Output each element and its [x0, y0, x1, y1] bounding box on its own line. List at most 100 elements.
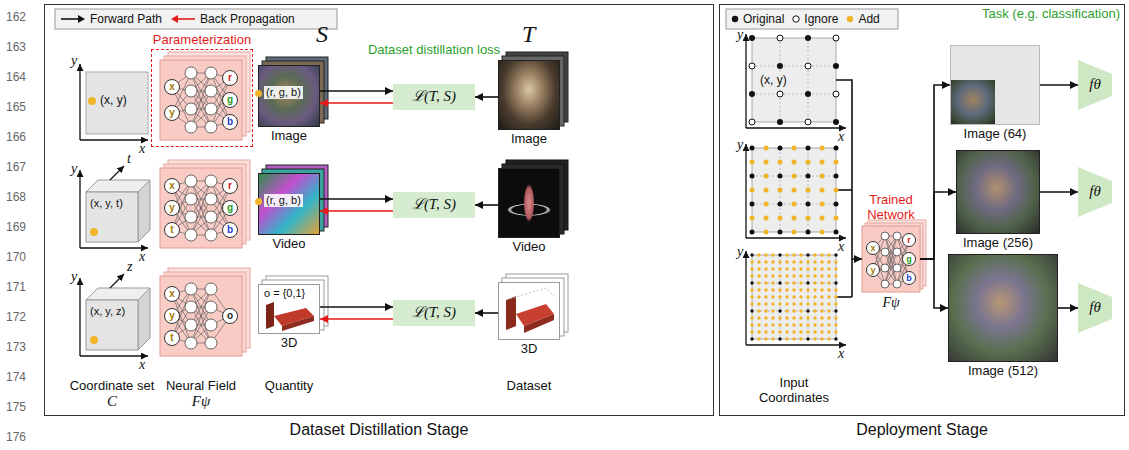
legend-sample [171, 15, 178, 23]
sample-points [778, 309, 781, 312]
trained-network: Trained NetworkFψxyrgb [862, 226, 920, 292]
sample-points [757, 260, 760, 263]
node-label: y [169, 108, 175, 118]
network-wiring [185, 121, 197, 133]
sample-points [827, 330, 830, 333]
sample-points [749, 35, 839, 125]
axis-label: x [838, 130, 844, 144]
sample-points [778, 323, 781, 326]
sample-points [778, 330, 781, 333]
sample-points [757, 267, 760, 270]
network-wiring [191, 289, 211, 343]
connector-arrow [920, 85, 950, 259]
sample-points [820, 230, 825, 235]
network-wiring [185, 193, 197, 205]
sample-points [806, 288, 809, 291]
coordinate-cube-drawing [110, 166, 124, 180]
network-wiring [185, 103, 197, 115]
sample-points [820, 274, 823, 277]
sample-points [806, 253, 809, 256]
legend-item: Ignore [792, 12, 838, 26]
sample-points [834, 267, 837, 270]
sample-points [806, 146, 811, 151]
sample-points [820, 316, 823, 319]
legend-text: Back Propagation [200, 12, 295, 26]
coordinate-grid-drawing [752, 255, 836, 339]
coordinate-cube-drawing [90, 336, 98, 344]
neuron: r [222, 178, 238, 194]
network-wiring [881, 280, 889, 288]
caption: Video [512, 240, 545, 255]
merge-lines [836, 296, 852, 298]
classifier-shape [1078, 60, 1112, 110]
sample-points [827, 309, 830, 312]
node-label: t [170, 225, 173, 235]
sample-points [750, 323, 753, 326]
axis-label: y [71, 54, 77, 68]
sample-points [827, 281, 830, 284]
target-image: Image [498, 60, 560, 130]
overlay-label: (x, y) [98, 94, 129, 108]
connector-arrow [320, 90, 393, 92]
sample-points [820, 330, 823, 333]
network-wiring [185, 175, 197, 187]
sample-points [834, 253, 837, 256]
sample-points [799, 267, 802, 270]
sample-points [785, 330, 788, 333]
node-label: g [227, 95, 233, 105]
network-wiring [191, 289, 211, 343]
coordinate-plane-drawing [86, 72, 148, 134]
sample-points [764, 288, 767, 291]
neuron: x [164, 79, 180, 95]
sample-points [764, 330, 767, 333]
sample-points [827, 253, 830, 256]
neural-field-box [160, 276, 242, 356]
coordinate-grid: (x, y) [752, 38, 836, 122]
coordinate-plane-drawing [80, 64, 148, 140]
heading: Parameterization [153, 33, 251, 48]
line-number: 166 [6, 130, 26, 144]
sample-points [820, 288, 823, 291]
network-wiring [205, 229, 217, 241]
caption: 3D [521, 342, 538, 357]
neural-field-box [160, 60, 242, 140]
sample-points [771, 337, 774, 340]
coordinate-cube: (x, y, t) [86, 192, 138, 242]
sample-points [820, 281, 823, 284]
network-wiring [191, 181, 211, 235]
node-label: ℒ(T, S) [412, 88, 456, 105]
sample-points [764, 174, 769, 179]
line-number: 173 [6, 340, 26, 354]
node-label: b [227, 225, 233, 235]
sample-points [806, 188, 811, 193]
neuron: y [164, 200, 180, 216]
sample-points [792, 295, 795, 298]
task-heading: Task (e.g. classification) [982, 7, 1120, 22]
coordinate-plane: (x, y) [86, 72, 148, 134]
sample-points [785, 323, 788, 326]
sample-points [764, 295, 767, 298]
bed-voxels [506, 288, 554, 300]
overlay-label: (x, y, z) [88, 305, 127, 318]
node-label: x [870, 244, 875, 253]
legend-arrow-sample [60, 14, 86, 24]
line-number: 176 [6, 430, 26, 444]
sample-points [806, 302, 809, 305]
sample-points [764, 309, 767, 312]
sample-points [771, 288, 774, 291]
sample-points [771, 260, 774, 263]
sample-points [785, 302, 788, 305]
bed-voxels [266, 302, 274, 329]
sample-points [778, 146, 783, 151]
sample-points [827, 288, 830, 291]
loss-box: ℒ(T, S) [393, 84, 475, 110]
sample-points [813, 267, 816, 270]
node-label: g [906, 255, 912, 264]
sample-points [813, 253, 816, 256]
legend-item: Back Propagation [170, 12, 295, 26]
network-wiring [893, 248, 901, 256]
sample-points [792, 288, 795, 291]
network-wiring [885, 236, 897, 284]
sample-points [806, 230, 811, 235]
column-label: Dataset [507, 378, 552, 393]
